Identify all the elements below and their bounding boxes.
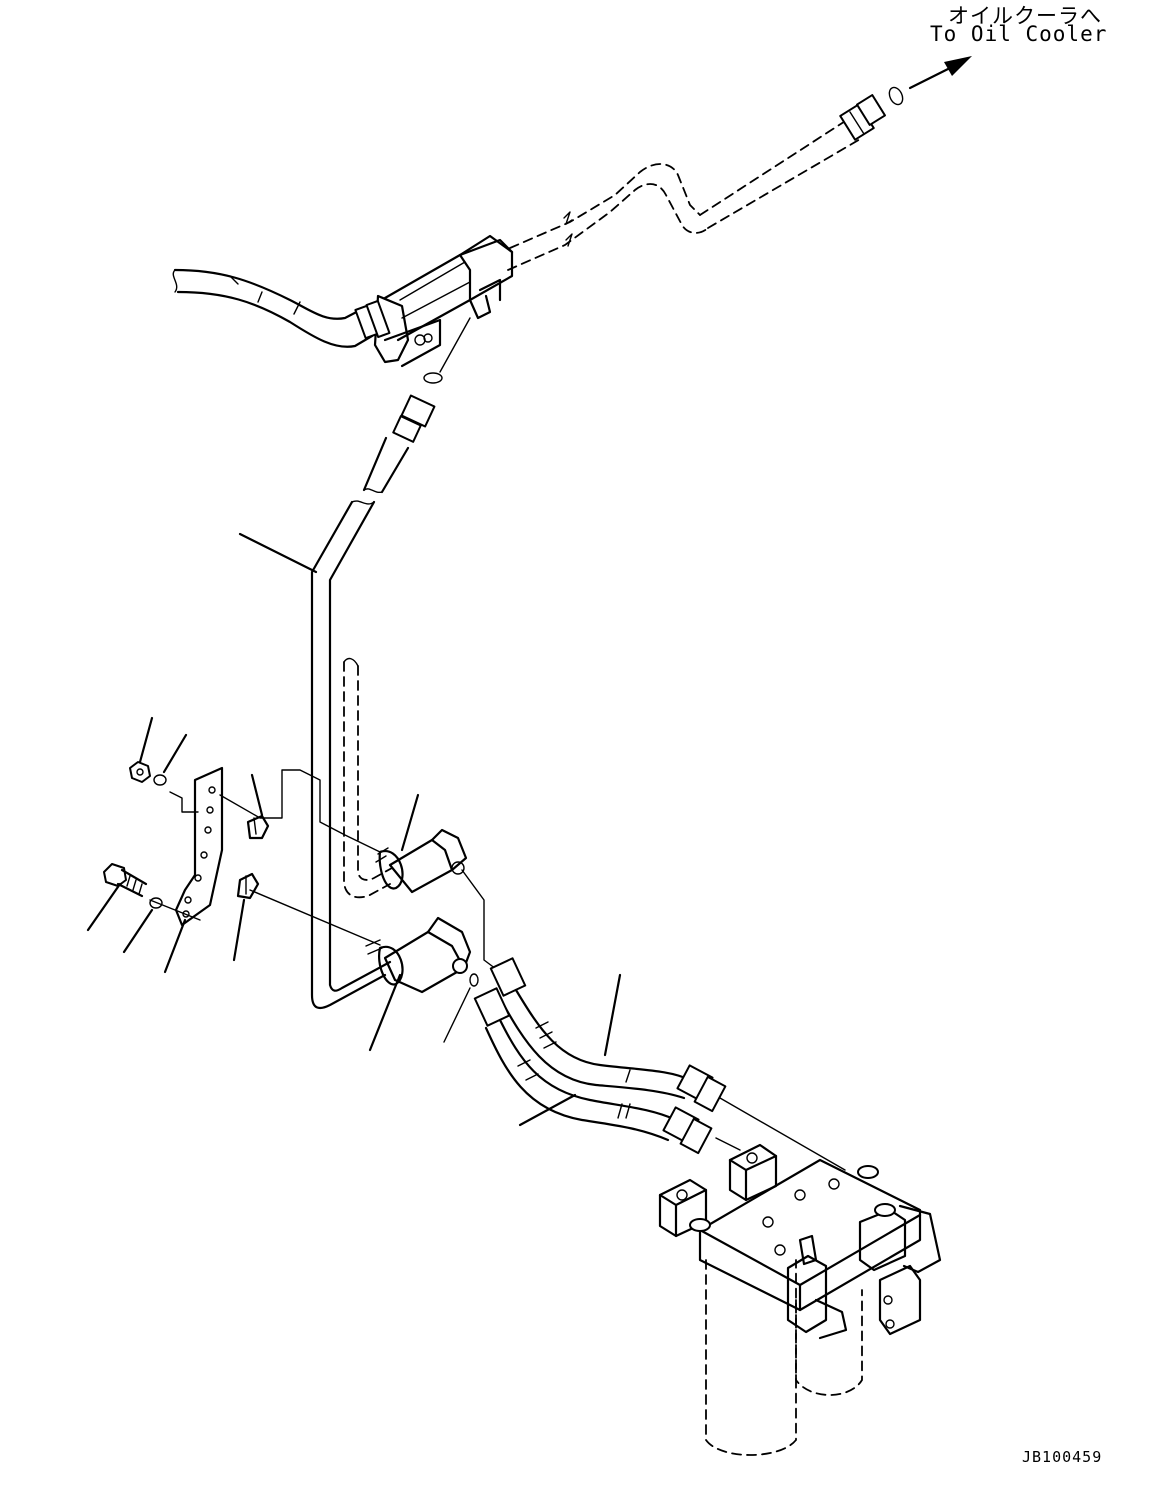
leader-bracket bbox=[163, 918, 187, 974]
leader-oring-elbow bbox=[443, 987, 471, 1043]
upper-hose-dashed bbox=[507, 117, 863, 271]
assembly-guide-lines bbox=[149, 769, 846, 1171]
leader-hose-b bbox=[518, 1093, 577, 1127]
hose-b bbox=[473, 987, 713, 1155]
leader-clamp-upper bbox=[400, 793, 420, 852]
elbow-fitting-lower bbox=[365, 916, 472, 994]
top-fitting bbox=[839, 94, 886, 141]
oil-cooler-arrow bbox=[908, 56, 972, 90]
nut bbox=[129, 761, 151, 783]
top-left-hose bbox=[172, 268, 391, 348]
leader-clip-upper bbox=[250, 773, 264, 817]
o-ring-block bbox=[423, 372, 443, 384]
bracket bbox=[174, 766, 224, 927]
leader-nut bbox=[138, 716, 154, 764]
drawing-code: JB100459 bbox=[1022, 1448, 1103, 1466]
leader-pipe bbox=[238, 532, 318, 574]
filter-assembly bbox=[658, 1143, 942, 1456]
clip-lower bbox=[236, 872, 260, 900]
clip-upper bbox=[246, 814, 270, 840]
hose-a bbox=[489, 957, 727, 1113]
destination-label-jp: オイルクーラへ bbox=[948, 4, 1102, 28]
o-ring-elbow bbox=[469, 973, 479, 987]
bolt bbox=[103, 863, 148, 898]
leader-clamp-lower bbox=[368, 973, 402, 1052]
dashed-pipe bbox=[343, 657, 393, 899]
leader-clip-lower bbox=[232, 898, 246, 962]
leader-hose-a bbox=[603, 973, 622, 1057]
elbow-fitting-upper bbox=[375, 828, 468, 894]
vertical-pipe bbox=[310, 394, 436, 1010]
washer-bottom bbox=[149, 897, 163, 909]
washer-top bbox=[153, 774, 167, 786]
leader-washer-bottom bbox=[122, 908, 154, 954]
top-junction-block bbox=[373, 234, 514, 368]
destination-label-en: To Oil Cooler bbox=[930, 22, 1108, 46]
leader-oring-block bbox=[439, 317, 471, 373]
leader-bolt bbox=[86, 882, 122, 932]
leader-washer-top bbox=[162, 733, 188, 774]
o-ring-top bbox=[888, 86, 904, 106]
